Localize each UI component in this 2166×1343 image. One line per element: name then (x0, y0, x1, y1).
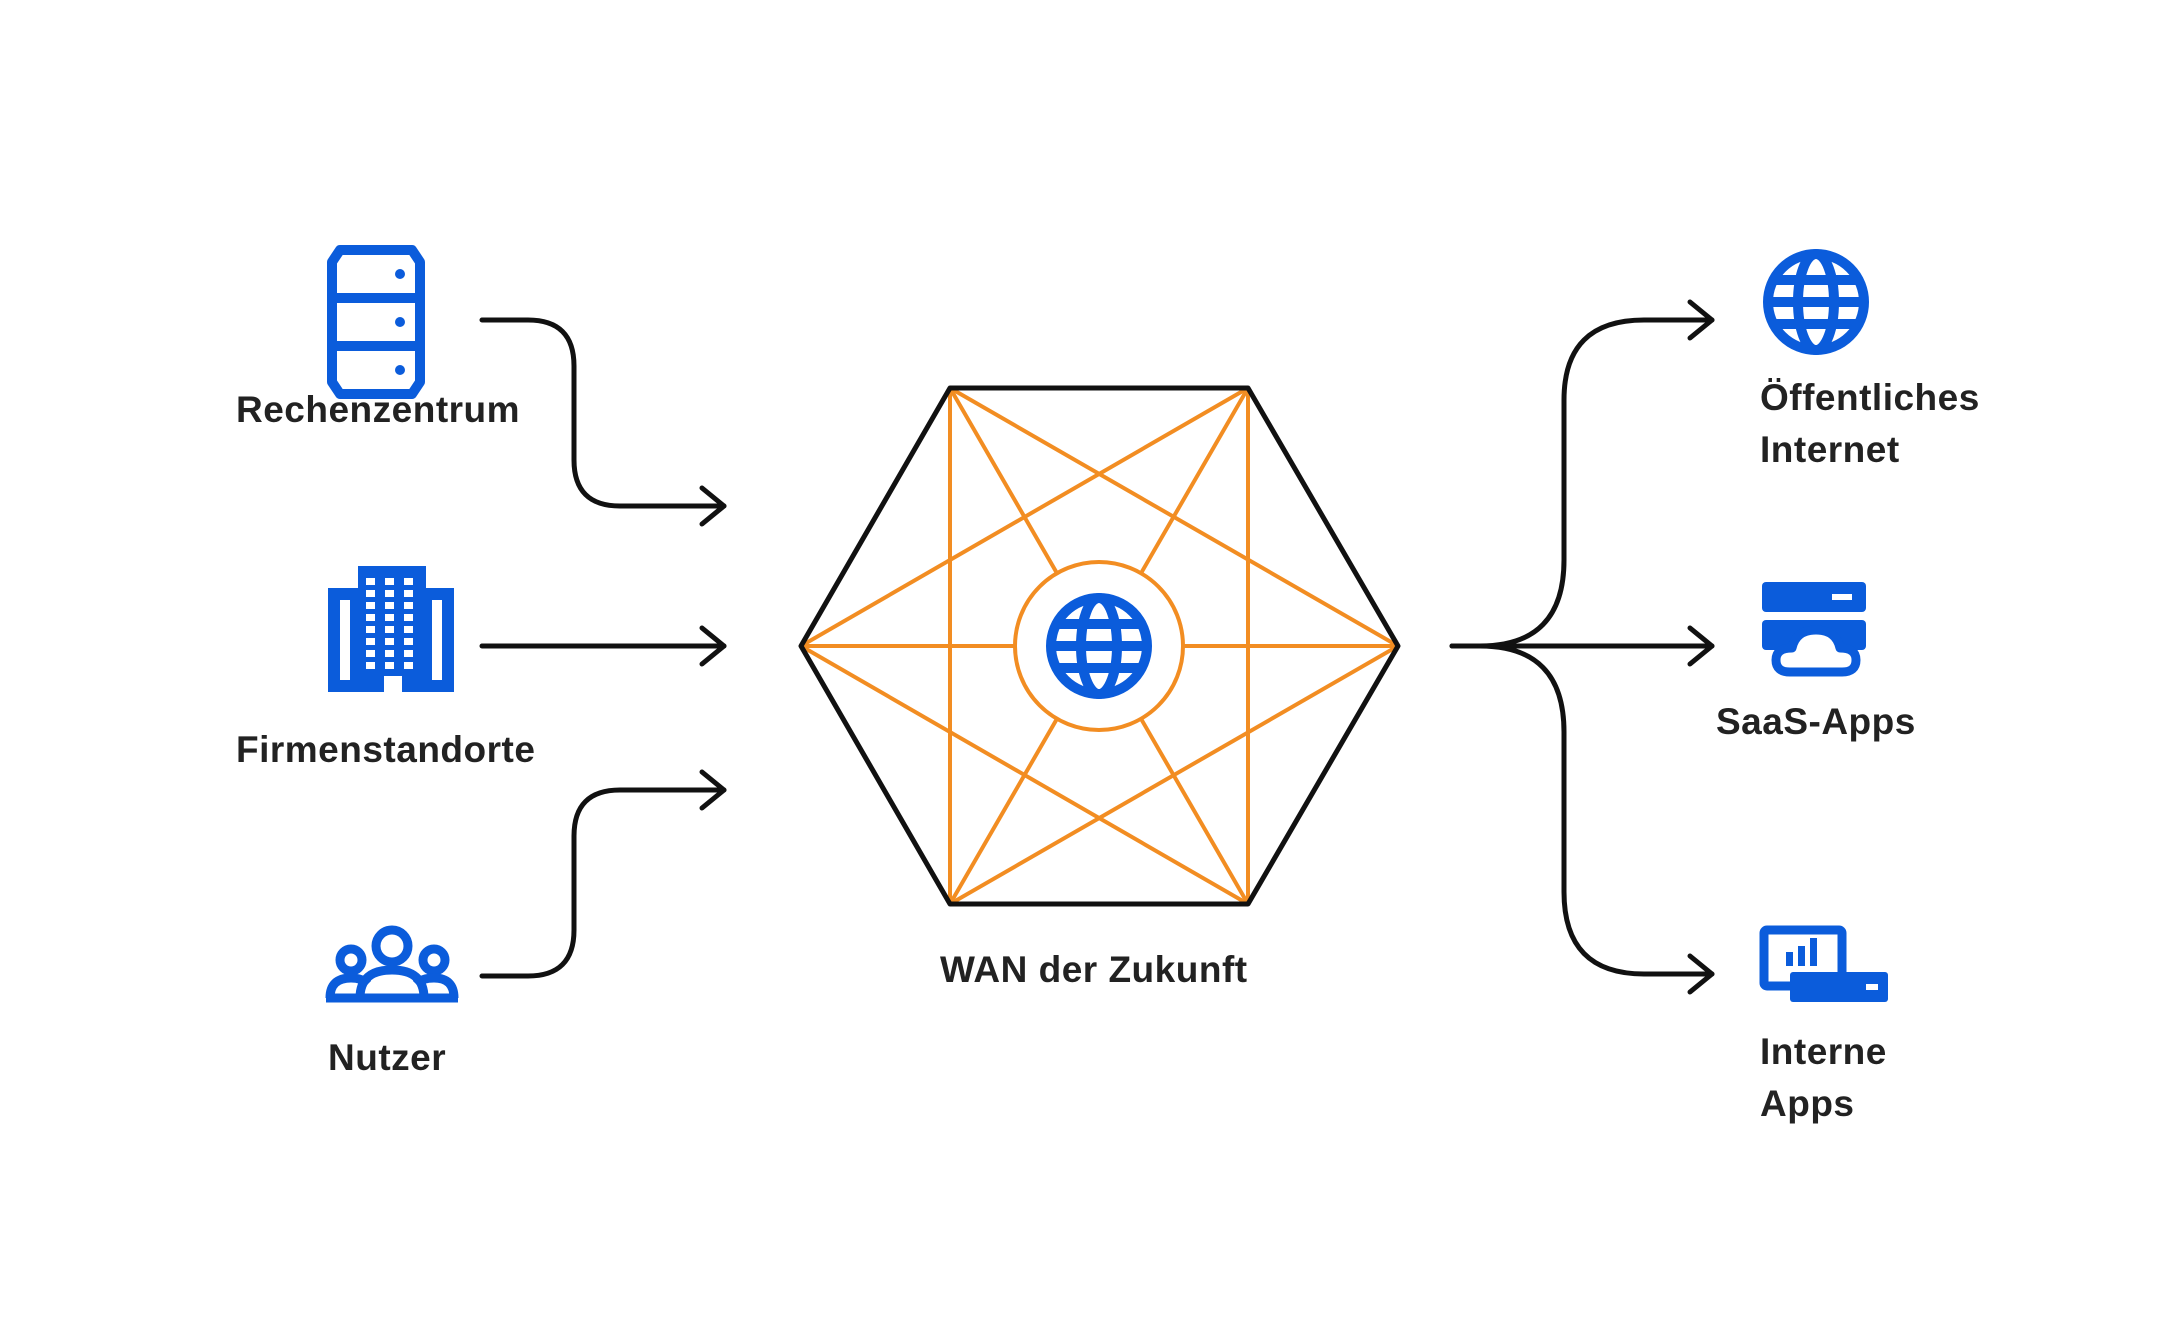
building-window (366, 602, 375, 609)
building-window (385, 614, 394, 621)
building-window (385, 626, 394, 633)
arrowhead-users (699, 769, 727, 811)
target-label-line: Interne (1760, 1031, 1887, 1072)
building-window (385, 638, 394, 645)
building-window (366, 578, 375, 585)
server-stack-icon (327, 245, 425, 399)
building-window (404, 626, 413, 633)
arrowhead-internal-apps (1687, 953, 1715, 995)
building-window (404, 638, 413, 645)
building-window (366, 650, 375, 657)
connector-users (479, 787, 727, 979)
building-window (404, 578, 413, 585)
building-window (404, 650, 413, 657)
office-building-icon (328, 566, 454, 692)
building-window (404, 602, 413, 609)
connector-public-internet (1449, 317, 1715, 649)
target-label-internal-apps: Interne Apps (1760, 1026, 1887, 1130)
globe-icon (1763, 249, 1869, 355)
arrowhead-saas (1687, 625, 1715, 667)
building-window (385, 590, 394, 597)
building-window (366, 614, 375, 621)
target-label-line: Apps (1760, 1083, 1855, 1124)
source-label-datacenter: Rechenzentrum (236, 389, 521, 430)
building-window (404, 590, 413, 597)
hexagon-outline (798, 385, 1401, 907)
building-window (404, 662, 413, 669)
building-window (366, 626, 375, 633)
connector-internal-apps (1477, 643, 1715, 977)
building-window (385, 662, 394, 669)
cloud-server-icon (1762, 582, 1866, 677)
arrowhead-branches (699, 625, 727, 667)
target-label-line: Öffentliches (1760, 377, 1980, 418)
building-window (366, 662, 375, 669)
building-window (385, 602, 394, 609)
arrowhead-datacenter (699, 485, 727, 527)
target-label-saas: SaaS-Apps (1716, 701, 1916, 742)
target-label-line: Internet (1760, 429, 1900, 470)
building-window (366, 638, 375, 645)
building-window (385, 578, 394, 585)
connector-datacenter (479, 317, 727, 509)
source-label-branches: Firmenstandorte (236, 729, 536, 770)
building-window (366, 590, 375, 597)
center-label: WAN der Zukunft (940, 949, 1248, 990)
building-window (385, 650, 394, 657)
building-window (404, 614, 413, 621)
source-label-users: Nutzer (328, 1037, 447, 1078)
app-dashboard-icon (1759, 925, 1888, 1002)
globe-icon (1046, 593, 1152, 699)
user-group-icon (325, 925, 459, 1003)
target-label-public-internet: Öffentliches Internet (1760, 372, 1980, 476)
arrowhead-public-internet (1687, 299, 1715, 341)
